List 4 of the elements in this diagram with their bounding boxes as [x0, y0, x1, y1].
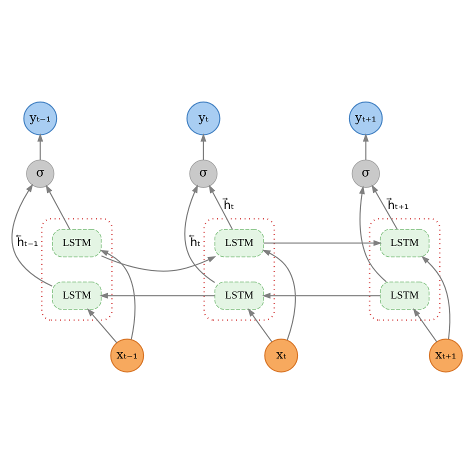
edge-label: h⃗ₜ₊₁ — [388, 198, 409, 212]
edge-label: h⃗ₜ — [224, 198, 234, 212]
edge-label: h⃖ₜ₋₁ — [17, 234, 38, 249]
edge-label: h⃖ₜ — [190, 234, 201, 249]
